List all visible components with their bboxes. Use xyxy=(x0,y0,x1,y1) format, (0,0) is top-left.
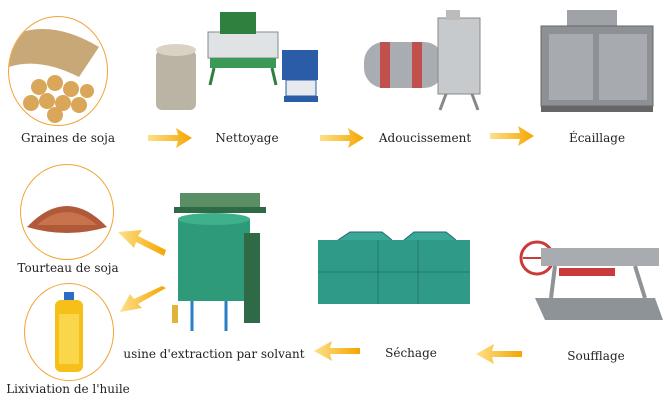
arrow-down-left-icon xyxy=(118,230,166,256)
arrow-left-icon xyxy=(476,344,522,364)
soybean-oil-image xyxy=(24,283,114,381)
label-soybean-meal: Tourteau de soja xyxy=(17,261,119,275)
flaking-machine-image xyxy=(540,10,654,112)
arrow-down-left-icon xyxy=(120,286,166,312)
arrow-right-icon xyxy=(490,126,534,146)
cleaning-machine-image xyxy=(156,12,318,110)
label-softening: Adoucissement xyxy=(378,131,472,145)
arrow-right-icon xyxy=(320,128,364,148)
label-cleaning: Nettoyage xyxy=(215,131,279,145)
label-puffing: Soufflage xyxy=(567,349,625,363)
softening-machine-image xyxy=(364,10,481,111)
label-drying: Séchage xyxy=(385,346,437,360)
soybeans-image xyxy=(8,16,108,126)
label-extraction: usine d'extraction par solvant xyxy=(123,347,305,361)
extraction-plant-image xyxy=(172,193,266,331)
label-soybeans: Graines de soja xyxy=(21,131,115,145)
label-flaking: Écaillage xyxy=(568,131,626,145)
arrow-left-icon xyxy=(314,341,360,361)
label-oil: Lixiviation de l'huile xyxy=(6,382,130,396)
soybean-meal-image xyxy=(20,164,114,260)
drying-machine-image xyxy=(318,231,470,304)
puffing-machine-image xyxy=(519,240,663,320)
arrow-right-icon xyxy=(148,128,192,148)
